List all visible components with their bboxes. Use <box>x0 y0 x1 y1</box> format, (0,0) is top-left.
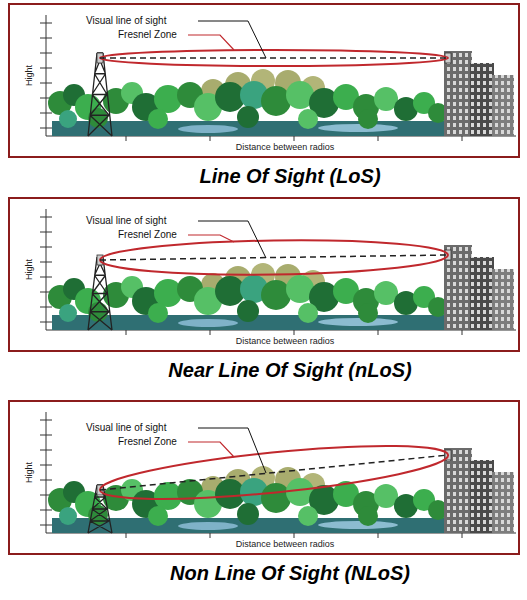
radio-tower <box>88 53 112 136</box>
diagram-panel: Visual line of sightFresnel ZoneHightDis… <box>8 197 520 352</box>
annotation-label: Fresnel Zone <box>118 436 177 448</box>
diagram-panel: Visual line of sightFresnel ZoneHightDis… <box>8 3 520 158</box>
figure-caption: Non Line Of Sight (NLoS) <box>170 561 410 585</box>
tower-lattice <box>88 53 112 136</box>
los-scene <box>8 3 520 158</box>
annotation-label: Fresnel Zone <box>118 29 177 41</box>
axis-label: Distance between radios <box>236 142 335 153</box>
scenery <box>8 3 520 158</box>
fresnel-zone <box>100 238 448 277</box>
line-of-sight <box>100 57 448 59</box>
leader-line <box>198 428 266 473</box>
leader-line <box>188 235 234 242</box>
line-of-sight <box>100 255 448 260</box>
figure-caption: Near Line Of Sight (nLoS) <box>168 358 411 382</box>
leader-line <box>198 221 266 258</box>
annotation-label: Visual line of sight <box>86 422 166 434</box>
line-of-sight <box>100 455 448 490</box>
non-los-scene <box>8 400 520 555</box>
leader-line <box>188 35 234 50</box>
fresnel-zone <box>98 435 450 510</box>
tower-lattice <box>88 257 112 330</box>
axis-label: Distance between radios <box>236 539 335 550</box>
annotation-label: Visual line of sight <box>86 15 166 27</box>
scenery <box>8 400 520 555</box>
scenery <box>8 197 520 352</box>
diagram-panel: Visual line of sightFresnel ZoneHightDis… <box>8 400 520 555</box>
fresnel-zone <box>100 50 448 66</box>
radio-tower <box>88 257 112 330</box>
axis-label: Distance between radios <box>236 336 335 347</box>
annotation-label: Fresnel Zone <box>118 229 177 241</box>
leader-line <box>198 21 266 58</box>
axis-label: Hight <box>25 64 36 85</box>
figure-caption: Line Of Sight (LoS) <box>199 164 380 188</box>
annotation-label: Visual line of sight <box>86 215 166 227</box>
axis-label: Hight <box>25 461 36 482</box>
leader-line <box>188 442 234 457</box>
nlos-scene <box>8 197 520 352</box>
axis-label: Hight <box>25 258 36 279</box>
